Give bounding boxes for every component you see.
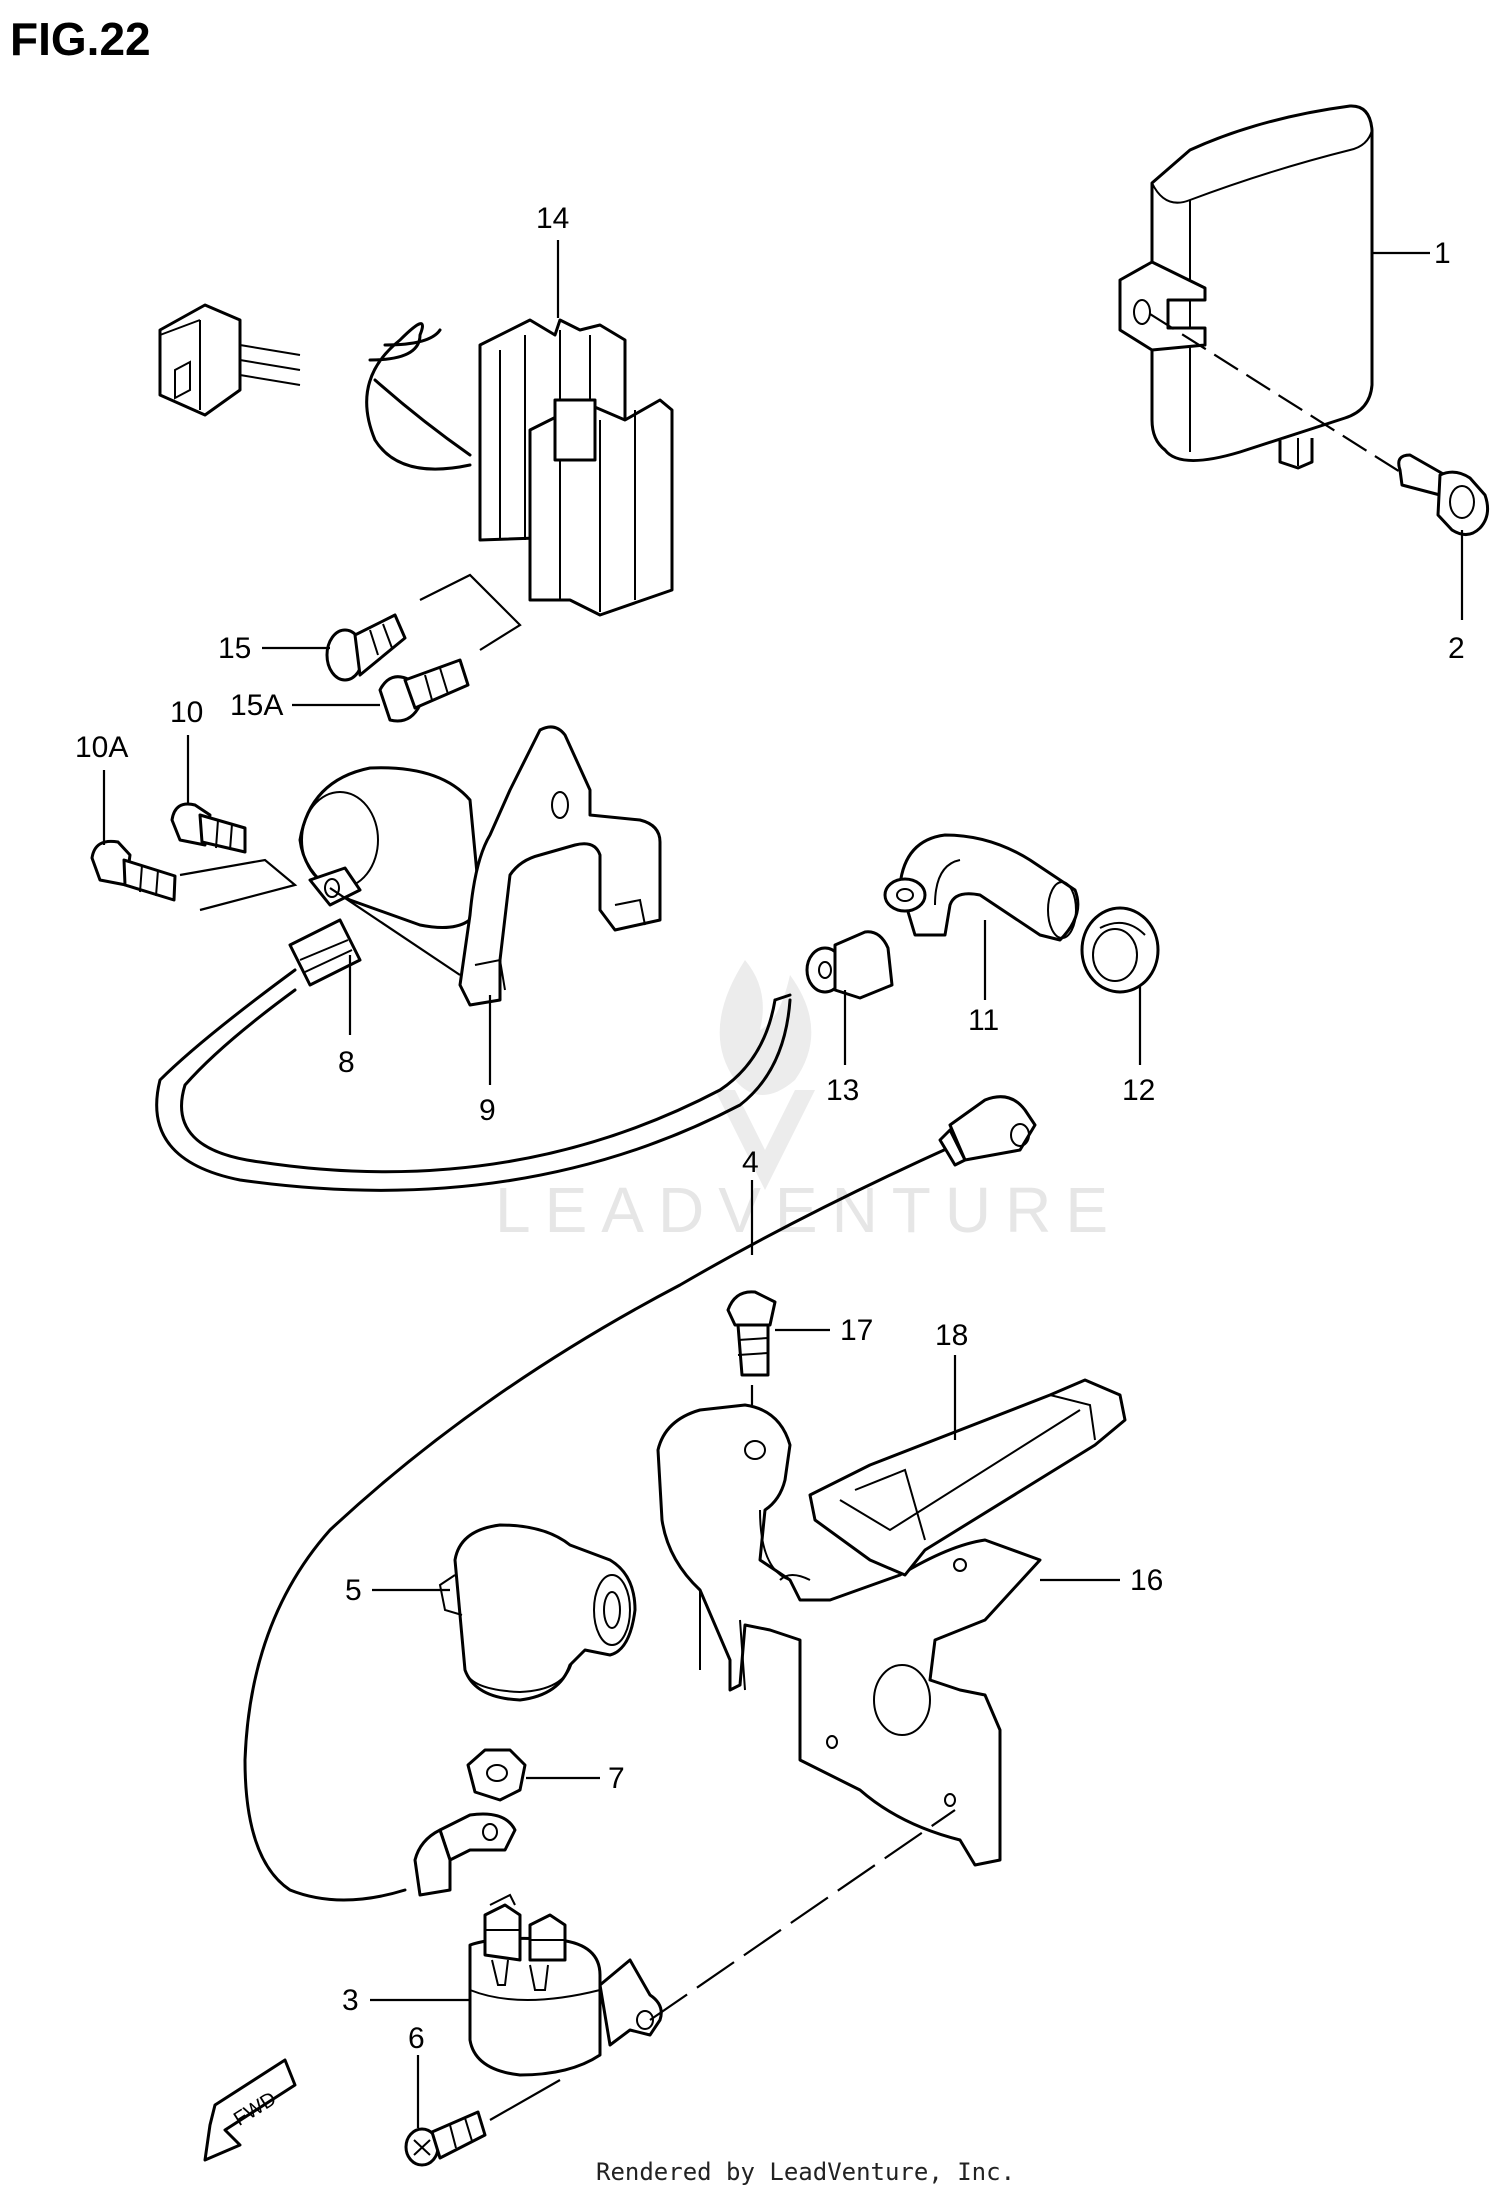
part-1-cdi-unit[interactable] bbox=[1118, 104, 1374, 470]
callout-15a: 15A bbox=[230, 689, 283, 722]
callout-11: 11 bbox=[968, 1004, 999, 1037]
part-12-grommet[interactable] bbox=[1080, 906, 1160, 994]
callout-12: 12 bbox=[1122, 1074, 1155, 1107]
callout-1: 1 bbox=[1434, 237, 1451, 270]
callout-17: 17 bbox=[840, 1314, 873, 1347]
callout-15: 15 bbox=[218, 632, 251, 665]
part-3-starter-relay[interactable] bbox=[468, 1893, 663, 2077]
part-4-cable-ring-terminal[interactable] bbox=[413, 1812, 517, 1897]
callout-14: 14 bbox=[536, 202, 569, 235]
callout-4: 4 bbox=[742, 1146, 759, 1179]
harness-wire-outline bbox=[373, 328, 472, 457]
part-7-nut[interactable] bbox=[466, 1748, 527, 1802]
watermark-text: LEADVENTURE bbox=[495, 1174, 1122, 1246]
part-8-lead-inner bbox=[180, 988, 777, 1174]
leader-lines bbox=[102, 240, 1464, 2128]
bolt-guide-10 bbox=[179, 858, 298, 912]
harness-wire bbox=[365, 322, 472, 471]
callout-9: 9 bbox=[479, 1094, 496, 1127]
screw-guide-6 bbox=[489, 2079, 561, 2121]
screw-guide-14 bbox=[419, 573, 522, 651]
part-15a-bolt[interactable] bbox=[378, 658, 470, 723]
part-8-ignition-coil[interactable] bbox=[288, 766, 482, 987]
part-14-regulator-rectifier[interactable] bbox=[478, 318, 674, 617]
callout-10a: 10A bbox=[75, 731, 128, 764]
part-17-bolt[interactable] bbox=[726, 1290, 777, 1377]
watermark: LEADVENTURE bbox=[495, 960, 1122, 1246]
part-16-battery-bracket[interactable] bbox=[656, 1403, 1042, 1867]
part-10-bolt[interactable] bbox=[170, 802, 247, 854]
lead-end bbox=[773, 993, 792, 1002]
coil-guide bbox=[329, 887, 461, 976]
relay-guide bbox=[649, 1809, 956, 2021]
part-4-cable-terminal[interactable] bbox=[938, 1095, 1037, 1167]
callout-6: 6 bbox=[408, 2022, 425, 2055]
fwd-direction-arrow-icon: FWD bbox=[203, 2058, 297, 2162]
callout-7: 7 bbox=[608, 1762, 625, 1795]
part-8-high-tension-lead bbox=[155, 968, 792, 1192]
callout-16: 16 bbox=[1130, 1564, 1163, 1597]
callout-10: 10 bbox=[170, 696, 203, 729]
part-9-bracket[interactable] bbox=[458, 725, 662, 1007]
callout-18: 18 bbox=[935, 1319, 968, 1352]
callout-2: 2 bbox=[1448, 632, 1465, 665]
callout-5: 5 bbox=[345, 1574, 362, 1607]
part-11-plug-cap-seal[interactable] bbox=[883, 877, 927, 913]
part-11-plug-cap[interactable] bbox=[898, 833, 1080, 942]
part-15-screw[interactable] bbox=[325, 613, 407, 682]
part-4-battery-cable bbox=[243, 1143, 957, 1902]
part-18-battery-strap[interactable] bbox=[808, 1378, 1127, 1577]
part-5-terminal-cover[interactable] bbox=[438, 1523, 637, 1702]
callout-13: 13 bbox=[826, 1074, 859, 1107]
harness-connector[interactable] bbox=[158, 303, 301, 417]
figure-title: FIG.22 bbox=[10, 13, 151, 65]
render-credit: Rendered by LeadVenture, Inc. bbox=[596, 2158, 1015, 2186]
part-6-screw[interactable] bbox=[404, 2110, 487, 2167]
mount-guide-1 bbox=[1149, 313, 1406, 476]
callout-8: 8 bbox=[338, 1046, 355, 1079]
part-13-terminal[interactable] bbox=[805, 930, 894, 1000]
part-10a-bolt[interactable] bbox=[90, 839, 177, 902]
callout-3: 3 bbox=[342, 1984, 359, 2017]
part-2-bolt[interactable] bbox=[1397, 453, 1490, 536]
